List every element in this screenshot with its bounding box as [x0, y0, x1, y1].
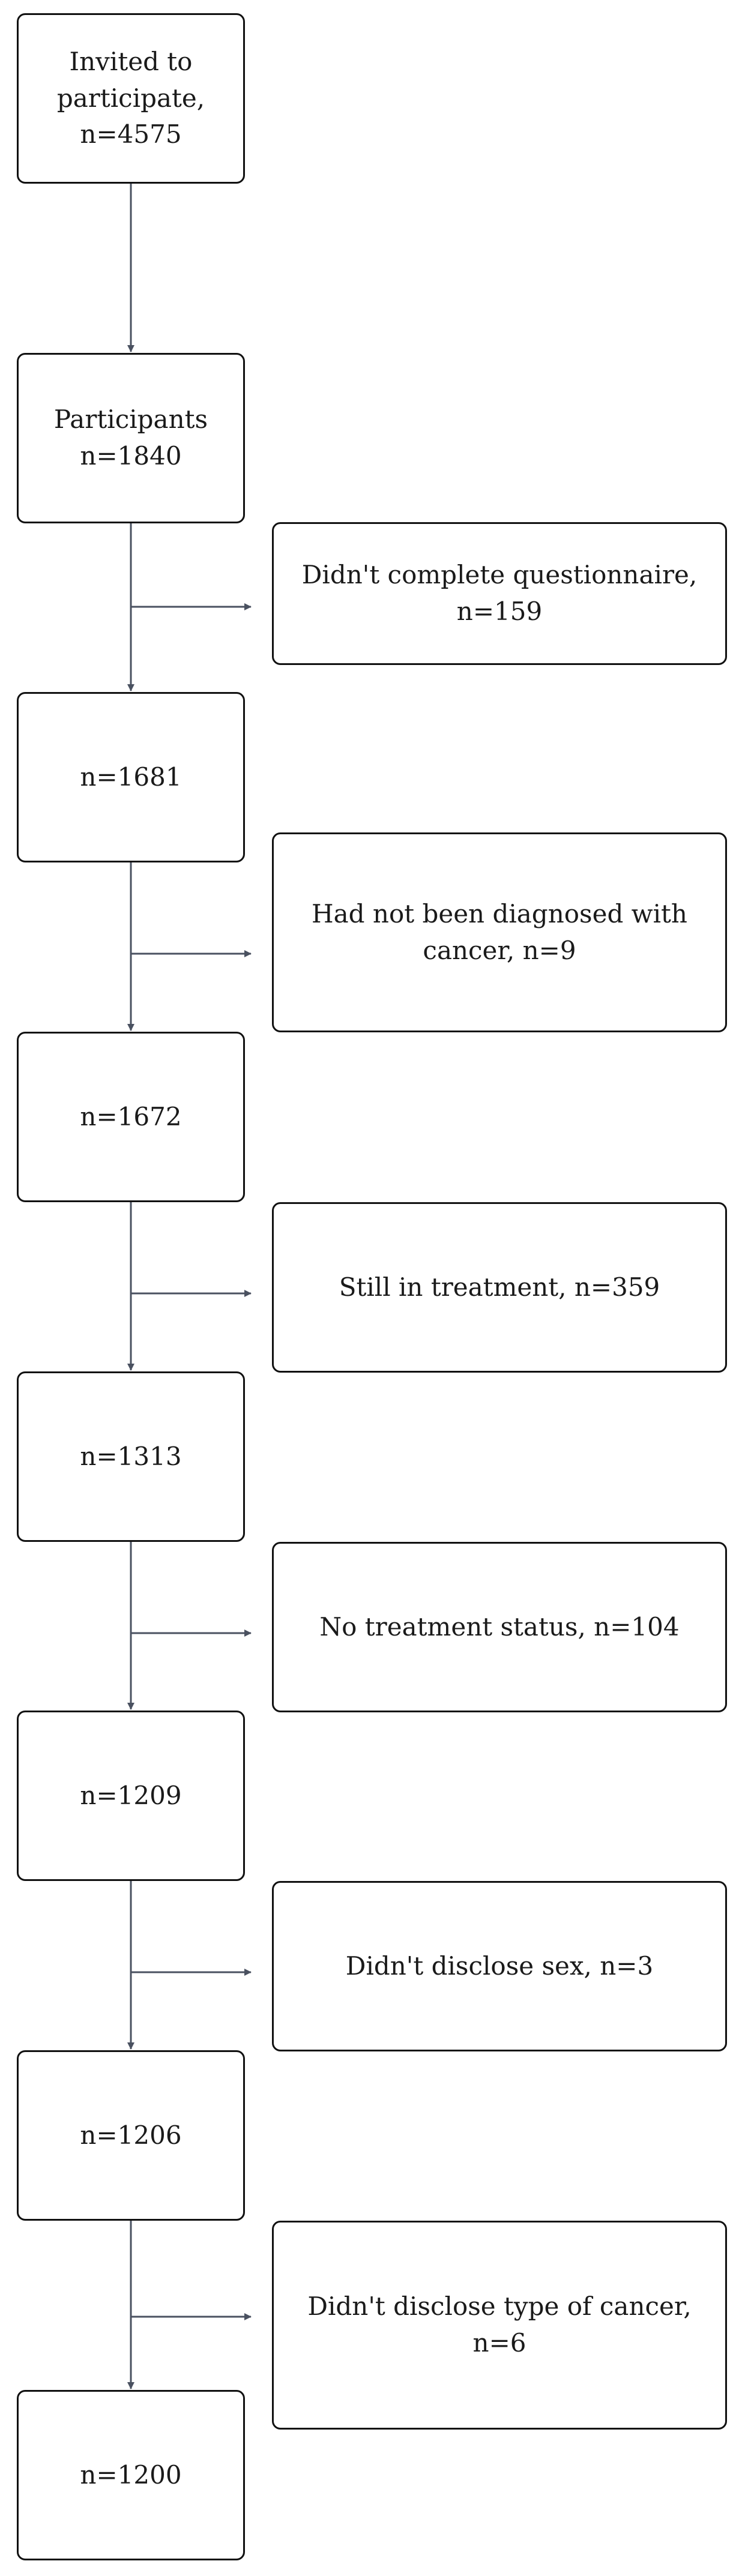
step-invited-label: Invited to participate, n=4575 [56, 46, 205, 149]
step-n1672-label: n=1672 [80, 1101, 182, 1131]
step-invited: Invited to participate, n=4575 [17, 13, 245, 184]
step-n1200-label: n=1200 [80, 2460, 182, 2490]
exclusion-still-in-treatment: Still in treatment, n=359 [272, 1202, 727, 1373]
step-n1313: n=1313 [17, 1371, 245, 1542]
step-n1681-label: n=1681 [80, 762, 182, 792]
step-n1206: n=1206 [17, 2050, 245, 2221]
exclusion-no-treatment-status: No treatment status, n=104 [272, 1542, 727, 1712]
exclusion-cancer-type-undisclosed: Didn't disclose type of cancer, n=6 [272, 2221, 727, 2430]
step-n1209: n=1209 [17, 1711, 245, 1881]
exclusion-not-diagnosed-label: Had not been diagnosed with cancer, n=9 [311, 898, 687, 965]
step-n1209-label: n=1209 [80, 1780, 182, 1810]
step-n1672: n=1672 [17, 1032, 245, 1202]
exclusion-sex-undisclosed: Didn't disclose sex, n=3 [272, 1881, 727, 2051]
step-n1313-label: n=1313 [80, 1441, 182, 1471]
step-n1200: n=1200 [17, 2390, 245, 2560]
exclusion-not-diagnosed: Had not been diagnosed with cancer, n=9 [272, 832, 727, 1032]
step-participants: Participants n=1840 [17, 353, 245, 523]
exclusion-incomplete-questionnaire-label: Didn't complete questionnaire, n=159 [301, 560, 698, 626]
exclusion-sex-undisclosed-label: Didn't disclose sex, n=3 [345, 1951, 654, 1981]
exclusion-incomplete-questionnaire: Didn't complete questionnaire, n=159 [272, 522, 727, 665]
step-n1206-label: n=1206 [80, 2120, 182, 2150]
exclusion-still-in-treatment-label: Still in treatment, n=359 [339, 1272, 660, 1302]
step-n1681: n=1681 [17, 692, 245, 862]
exclusion-cancer-type-undisclosed-label: Didn't disclose type of cancer, n=6 [307, 2292, 692, 2358]
exclusion-no-treatment-status-label: No treatment status, n=104 [319, 1612, 680, 1642]
step-participants-label: Participants n=1840 [53, 405, 208, 471]
